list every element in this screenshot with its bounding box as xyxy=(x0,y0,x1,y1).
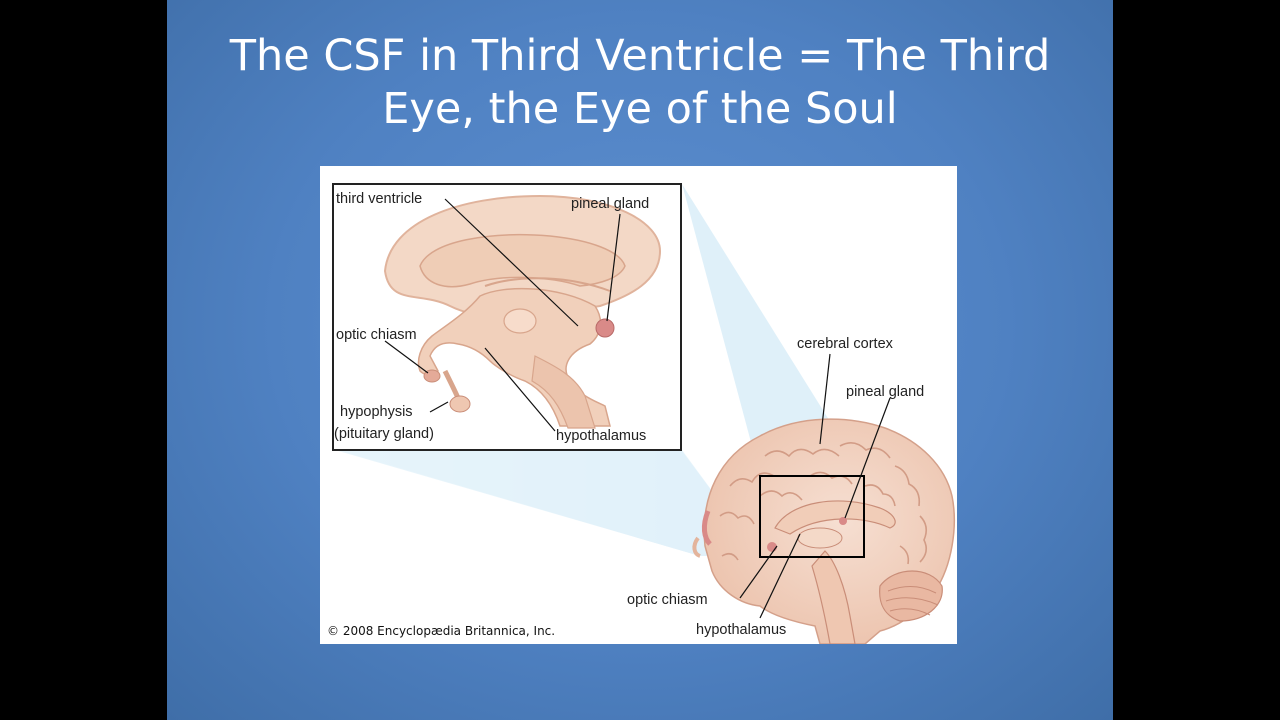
copyright-notice: © 2008 Encyclopædia Britannica, Inc. xyxy=(327,624,555,638)
zoom-box xyxy=(759,475,865,558)
label-pineal-gland-inset: pineal gland xyxy=(571,196,649,212)
title-line-2: Eye, the Eye of the Soul xyxy=(382,84,898,134)
inset-brainstem xyxy=(531,355,596,429)
frontal-sinus xyxy=(701,510,712,546)
cerebellum-folds xyxy=(885,586,939,616)
zoom-beam-upper xyxy=(682,184,864,476)
inset-corpus-callosum xyxy=(419,234,626,288)
label-third-ventricle: third ventricle xyxy=(336,191,422,207)
inset-leader-lines xyxy=(384,198,621,432)
inset-pituitary-gland xyxy=(449,395,471,413)
optic-chiasm-small xyxy=(767,542,777,552)
brain-diagram: third ventricle pineal gland optic chias… xyxy=(327,183,956,644)
whole-brain xyxy=(692,418,956,644)
brainstem xyxy=(811,550,856,644)
label-pineal-gland-brain: pineal gland xyxy=(846,384,924,400)
inset-third-ventricle xyxy=(503,308,537,334)
zoom-beam-lower xyxy=(335,450,760,556)
title-line-1: The CSF in Third Ventricle = The Third xyxy=(229,31,1051,81)
brain-diagram-figure: third ventricle pineal gland optic chias… xyxy=(320,166,957,644)
inset-panel: third ventricle pineal gland optic chias… xyxy=(332,183,682,451)
label-hypothalamus-inset: hypothalamus xyxy=(556,428,646,444)
corpus-callosum xyxy=(774,500,896,535)
inset-fornix xyxy=(484,277,611,292)
label-optic-chiasm-inset: optic chiasm xyxy=(336,327,417,343)
cortex-folds xyxy=(719,442,928,565)
cerebellum xyxy=(879,570,943,622)
label-cerebral-cortex: cerebral cortex xyxy=(797,336,894,352)
third-ventricle-small xyxy=(797,527,843,549)
brain-leader-lines xyxy=(739,353,891,619)
slide-title: The CSF in Third Ventricle = The Third E… xyxy=(167,30,1113,136)
label-hypothalamus-brain: hypothalamus xyxy=(696,622,786,638)
nasal-tissue xyxy=(692,536,701,558)
inset-pineal-gland xyxy=(595,318,615,338)
label-optic-chiasm-brain: optic chiasm xyxy=(627,592,708,608)
pineal-gland-small xyxy=(839,517,847,525)
label-hypophysis: hypophysis xyxy=(340,404,413,420)
label-pituitary-gland: (pituitary gland) xyxy=(334,426,434,442)
